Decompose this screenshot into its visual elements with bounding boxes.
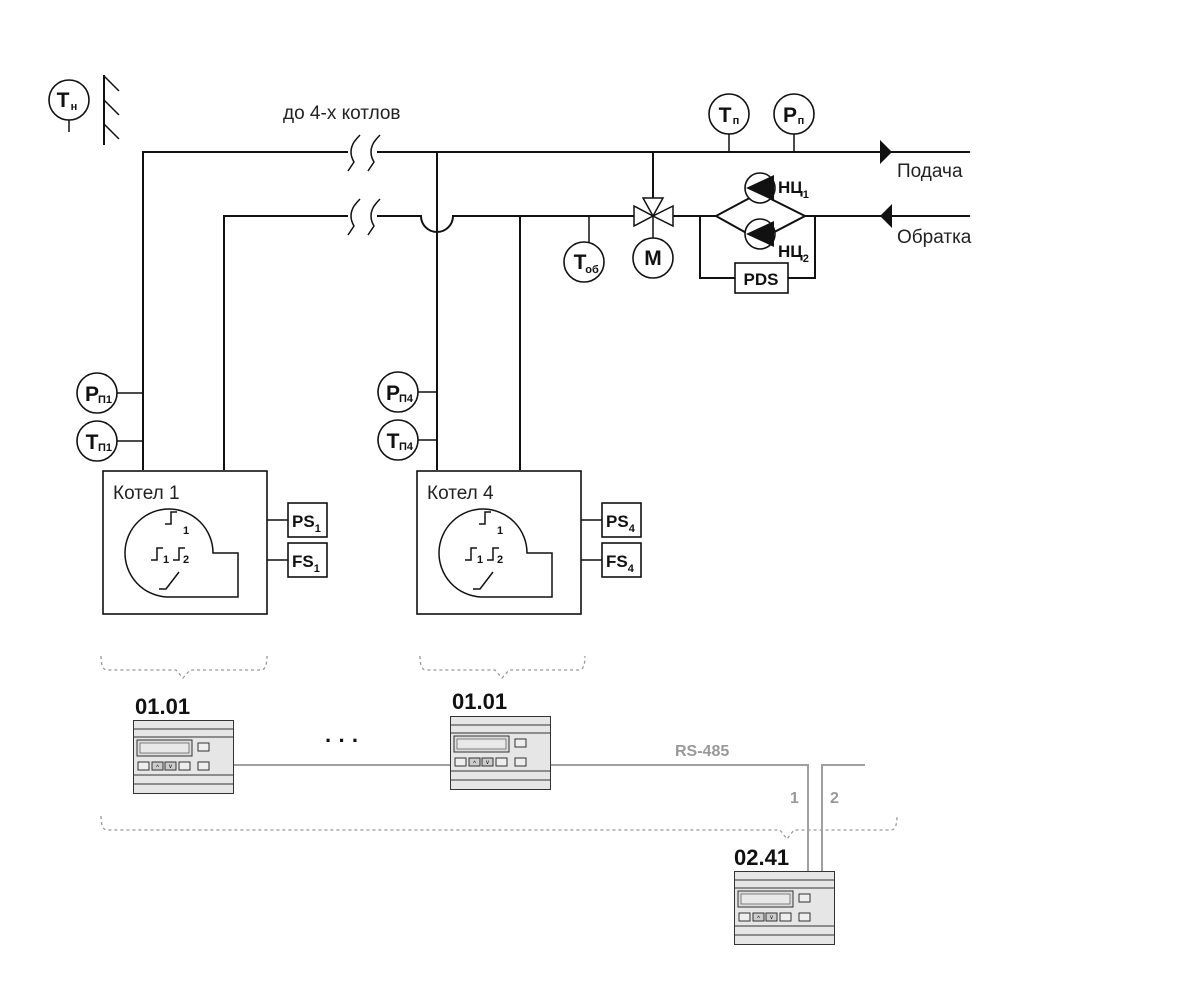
burner-icon: 1 1 2: [124, 508, 239, 598]
boiler-4: P П4 T П4 Котел 4 1 1 2 PS4 FS4: [377, 371, 642, 615]
svg-text:T: T: [387, 430, 400, 453]
svg-text:1: 1: [183, 525, 189, 537]
pump-2-label: НЦ2: [778, 242, 809, 265]
pds-label: PDS: [744, 270, 779, 289]
svg-text:P: P: [783, 104, 797, 127]
device-model-label: 01.01: [452, 689, 507, 714]
supply-temperature-sensor: T п: [708, 93, 750, 152]
svg-text:п: п: [733, 115, 740, 127]
svg-text:П4: П4: [399, 393, 414, 405]
burner-icon: 1 1 2: [438, 508, 553, 598]
wire-1-label: 1: [790, 790, 799, 807]
boiler-4-bracket: [419, 655, 586, 679]
pump-group: НЦ1 НЦ2 PDS: [713, 172, 809, 294]
svg-text:П1: П1: [98, 442, 112, 454]
svg-text:1: 1: [497, 525, 503, 537]
instrument-subscript: н: [71, 101, 78, 113]
svg-text:П4: П4: [399, 441, 414, 453]
supply-pipe: [142, 134, 970, 470]
instrument-letter: T: [57, 89, 70, 112]
fs4-label: FS4: [606, 552, 635, 575]
ellipsis-label: · · ·: [325, 728, 359, 753]
system-bracket: [100, 815, 898, 841]
boiler-1-bracket: [100, 655, 268, 679]
svg-text:2: 2: [497, 554, 503, 566]
svg-text:P: P: [85, 383, 99, 406]
controller-boiler-4: 01.01: [450, 689, 551, 790]
boiler-4-label: Котел 4: [427, 483, 494, 504]
svg-text:T: T: [86, 431, 99, 454]
svg-text:П1: П1: [98, 394, 112, 406]
ps4-label: PS4: [606, 512, 636, 535]
pump-1-label: НЦ1: [778, 178, 809, 201]
rs485-label: RS-485: [675, 743, 729, 760]
boiler-1-label: Котел 1: [113, 483, 180, 504]
up-to-4-boilers-label: до 4-х котлов: [283, 103, 401, 124]
svg-text:T: T: [57, 89, 70, 112]
svg-text:п: п: [798, 115, 805, 127]
fs1-label: FS1: [292, 552, 320, 575]
outdoor-temperature-sensor: T н: [48, 79, 90, 132]
return-pipe: [223, 198, 970, 470]
return-temperature-sensor: T об: [563, 216, 605, 283]
building-wall-icon: [103, 75, 120, 145]
valve-motor: M: [632, 237, 674, 279]
rs485-bus: RS-485 1 2: [234, 743, 865, 871]
cascade-controller: 02.41: [734, 845, 835, 945]
device-model-label: 01.01: [135, 694, 190, 719]
supply-arrow-icon: [880, 140, 892, 164]
controller-boiler-1: 01.01: [133, 694, 234, 794]
svg-text:2: 2: [183, 554, 189, 566]
svg-text:1: 1: [477, 554, 483, 566]
svg-text:1: 1: [163, 554, 169, 566]
supply-label: Подача: [897, 161, 963, 182]
svg-text:P: P: [386, 382, 400, 405]
boiler-1: P П1 T П1 Котел 1 1 1 2 PS1 FS1: [76, 372, 328, 615]
svg-text:T: T: [574, 251, 587, 274]
device-model-label: 02.41: [734, 845, 789, 870]
wire-2-label: 2: [830, 790, 839, 807]
svg-text:об: об: [585, 264, 599, 276]
supply-pressure-sensor: P п: [773, 93, 815, 152]
pump-1-icon: [744, 172, 776, 204]
svg-text:M: M: [644, 247, 662, 270]
ps1-label: PS1: [292, 512, 321, 535]
return-label: Обратка: [897, 227, 972, 248]
three-way-valve-icon: [633, 197, 674, 238]
svg-text:T: T: [719, 104, 732, 127]
pump-2-icon: [744, 218, 776, 250]
pds-box: [734, 262, 789, 294]
return-arrow-icon: [880, 204, 892, 228]
